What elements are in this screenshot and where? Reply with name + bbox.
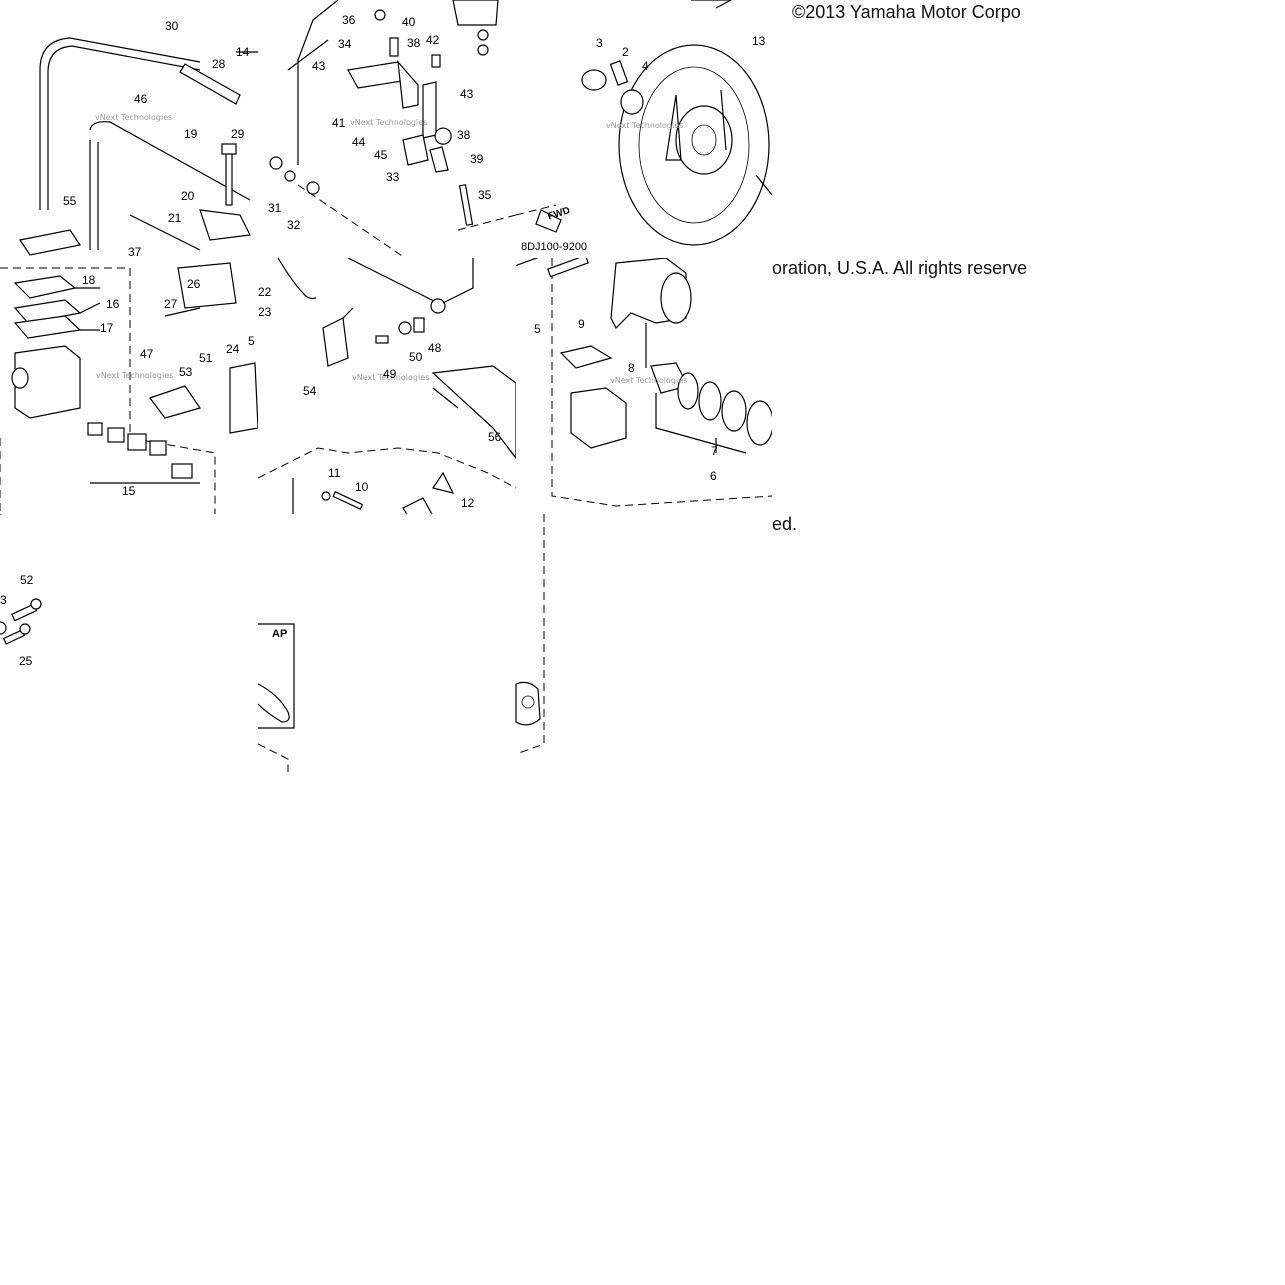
diagram-tile-bottom-left-svg: 52 3 25 <box>0 514 42 668</box>
callout-47: 47 <box>140 347 154 361</box>
callout-36: 36 <box>342 13 356 27</box>
callout-35: 35 <box>478 188 492 202</box>
callout-22: 22 <box>258 285 272 299</box>
callout-54: 54 <box>303 384 317 398</box>
callout-32: 32 <box>287 218 301 232</box>
callout-38b: 38 <box>457 128 471 142</box>
callout-38: 38 <box>407 36 421 50</box>
callout-11: 11 <box>328 466 341 480</box>
inset-label: AP <box>272 628 287 640</box>
callout-53-cut: 5 <box>248 334 255 348</box>
diagram-tile-top-right-svg: vNext Technologies 3 2 4 13 FWD 8DJ100-9… <box>516 0 772 253</box>
callout-15: 15 <box>122 484 136 498</box>
callout-56: 56 <box>488 430 502 444</box>
callout-2: 2 <box>622 45 629 59</box>
diagram-tile-middle-right-svg: vNext Technologies 5 9 8 7 6 <box>516 258 772 507</box>
callout-24: 24 <box>226 342 240 356</box>
callout-26: 26 <box>187 277 201 291</box>
callout-33: 33 <box>386 170 400 184</box>
callout-10: 10 <box>355 480 369 494</box>
callout-3b: 3 <box>0 593 7 607</box>
diagram-tile-top-right: vNext Technologies 3 2 4 13 FWD 8DJ100-9… <box>516 0 772 260</box>
callout-17: 17 <box>100 321 114 335</box>
callout-40: 40 <box>402 15 416 29</box>
piston-parts <box>87 422 193 479</box>
callout-13: 13 <box>752 34 766 48</box>
callout-51: 51 <box>199 351 213 365</box>
callout-29: 29 <box>231 127 245 141</box>
callout-3: 3 <box>596 36 603 50</box>
callout-4: 4 <box>642 59 649 73</box>
diagram-tile-middle-left-svg: vNext Technologies 18 16 17 26 27 47 51 … <box>0 262 259 516</box>
callout-8: 8 <box>628 361 635 375</box>
callout-55: 55 <box>63 194 77 208</box>
watermark-e: vNext Technologies <box>352 373 429 382</box>
callout-44: 44 <box>352 135 366 149</box>
callout-52: 52 <box>20 573 34 587</box>
diagram-tile-middle-right: vNext Technologies 5 9 8 7 6 <box>516 258 772 516</box>
watermark: vNext Technologies <box>95 113 172 122</box>
callout-30: 30 <box>165 19 179 33</box>
callout-14: 14 <box>236 45 250 59</box>
copyright-line-2: oration, U.S.A. All rights reserve <box>772 258 1028 278</box>
callout-46: 46 <box>134 92 148 106</box>
diagram-tile-top-left-svg: vNext Technologies 30 28 29 46 19 20 21 … <box>19 19 258 259</box>
copyright-line-3: ed. <box>772 514 798 534</box>
callout-21: 21 <box>168 211 182 225</box>
diagram-tile-bottom-middle: AP <box>258 514 546 774</box>
callout-9: 9 <box>578 317 585 331</box>
callout-12: 12 <box>461 496 475 510</box>
callout-18: 18 <box>82 273 96 287</box>
callout-43: 43 <box>312 59 326 73</box>
diagram-code: 8DJ100-9200 <box>521 241 587 253</box>
callout-37: 37 <box>128 245 142 259</box>
watermark-f: vNext Technologies <box>610 376 687 385</box>
callout-49: 49 <box>383 367 397 381</box>
callout-25: 25 <box>19 654 33 668</box>
callout-6: 6 <box>710 469 717 483</box>
diagram-tile-top-middle-svg: vNext Technologies 36 40 38 42 34 43 43 … <box>268 0 516 260</box>
callout-27: 27 <box>164 297 178 311</box>
watermark-c: vNext Technologies <box>606 121 683 130</box>
callout-23: 23 <box>258 305 272 319</box>
callout-48: 48 <box>428 341 442 355</box>
callout-43b: 43 <box>460 87 474 101</box>
copyright-line-1: ©2013 Yamaha Motor Corpo <box>792 2 1021 22</box>
watermark-d: vNext Technologies <box>96 371 173 380</box>
watermark-b: vNext Technologies <box>350 118 427 127</box>
diagram-tile-top-left: vNext Technologies 30 28 29 46 19 20 21 … <box>0 0 260 260</box>
callout-20: 20 <box>181 189 195 203</box>
callout-53: 53 <box>179 365 193 379</box>
callout-5: 5 <box>534 322 541 336</box>
diagram-tile-top-middle: vNext Technologies 36 40 38 42 34 43 43 … <box>258 0 516 260</box>
diagram-tile-middle-middle: vNext Technologies 22 23 54 49 50 48 56 … <box>258 258 516 516</box>
callout-31: 31 <box>268 201 282 215</box>
diagram-tile-middle-left: vNext Technologies 18 16 17 26 27 47 51 … <box>0 258 260 516</box>
callout-16: 16 <box>106 297 120 311</box>
callout-28: 28 <box>212 57 226 71</box>
diagram-tile-bottom-middle-svg: AP <box>258 514 545 772</box>
callout-41: 41 <box>332 116 346 130</box>
callout-7: 7 <box>711 444 718 458</box>
callout-45: 45 <box>374 148 388 162</box>
callout-34: 34 <box>338 37 352 51</box>
diagram-tile-bottom-left: 52 3 25 <box>0 514 260 774</box>
callout-50: 50 <box>409 350 423 364</box>
diagram-tile-middle-middle-svg: vNext Technologies 22 23 54 49 50 48 56 … <box>258 258 516 516</box>
callout-19: 19 <box>184 127 198 141</box>
callout-39: 39 <box>470 152 484 166</box>
callout-42: 42 <box>426 33 440 47</box>
